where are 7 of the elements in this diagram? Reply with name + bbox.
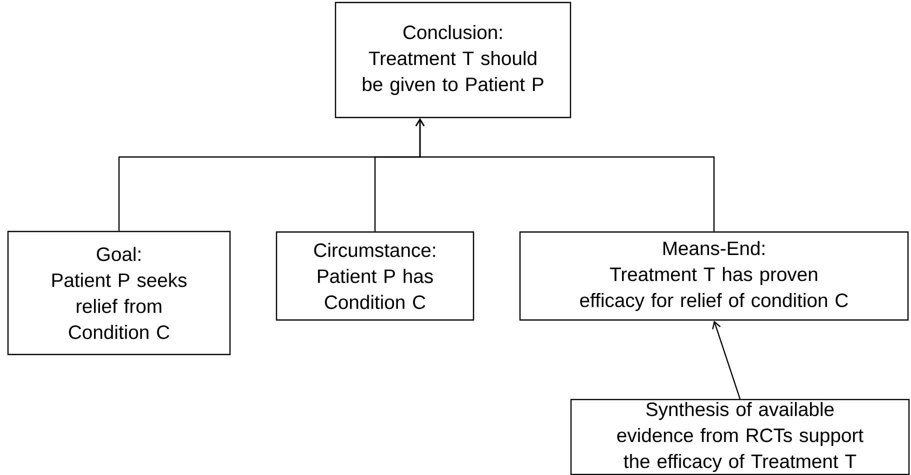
text-box: Means-End: Treatment T has proven efficacy for relief of condition C — [519, 231, 909, 321]
text-box: Goal: Patient P seeks relief from Condition C — [7, 230, 231, 356]
text-box: Conclusion: Treatment T should be given to Patient P — [334, 2, 572, 118]
arrow — [712, 320, 741, 400]
text-box: Synthesis of available evidence from RCTs support the efficacy of Treatment T — [570, 398, 910, 475]
text-box: Circumstance: Patient P has Condition C — [276, 231, 474, 321]
arrow — [416, 118, 715, 232]
